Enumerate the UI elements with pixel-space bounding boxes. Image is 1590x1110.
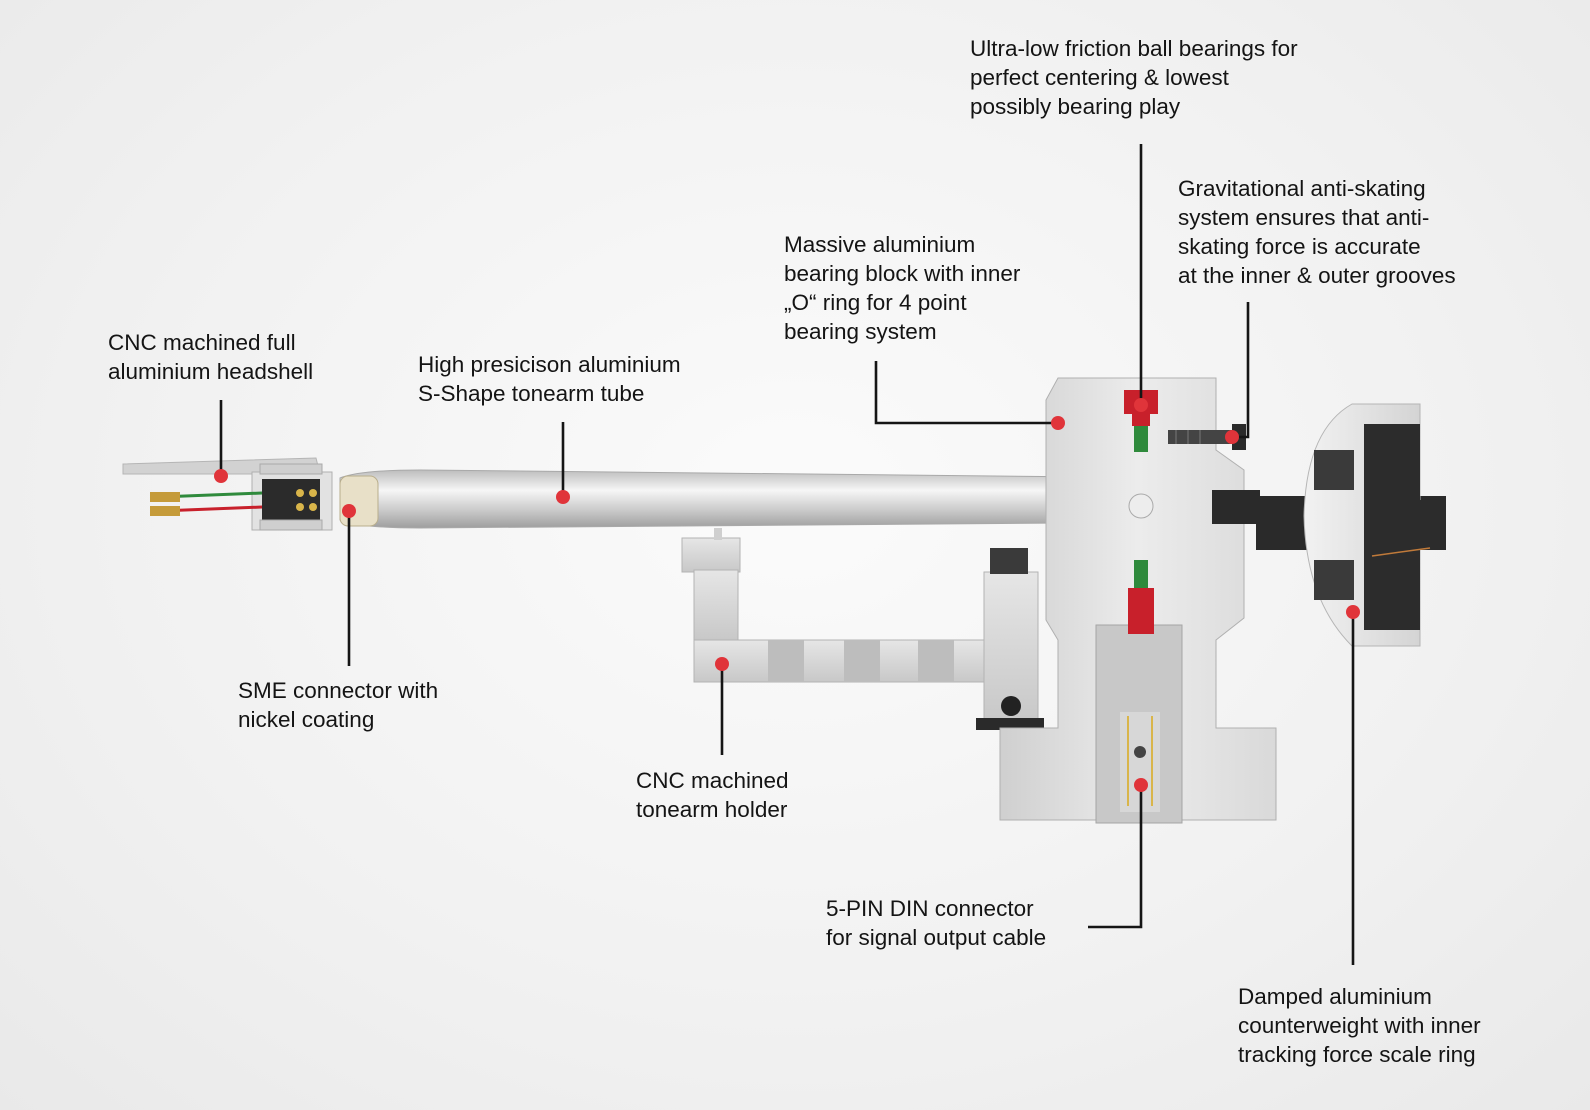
callout-dot-tonearm-holder [715, 657, 729, 671]
counterweight [1212, 403, 1446, 647]
tonearm-illustration [122, 377, 1446, 824]
callout-dot-headshell [214, 469, 228, 483]
callout-dot-ball-bearings [1134, 398, 1148, 412]
callout-label-ball-bearings: Ultra-low friction ball bearings for per… [970, 36, 1298, 119]
callout-label-counterweight: Damped aluminium counterweight with inne… [1238, 984, 1481, 1067]
leader-din-connector [1088, 785, 1143, 929]
callout-dot-din-connector [1134, 778, 1148, 792]
callout-label-bearing-block: Massive aluminium bearing block with inn… [784, 232, 1021, 344]
callout-dot-counterweight [1346, 605, 1360, 619]
callout-dot-sme-connector [342, 504, 356, 518]
callout-label-anti-skating: Gravitational anti-skating system ensure… [1178, 176, 1456, 288]
callout-dots [214, 398, 1360, 792]
callout-label-din-connector: 5-PIN DIN connector for signal output ca… [826, 896, 1047, 950]
bearing-block [999, 377, 1277, 824]
callout-label-tube: High presicison aluminium S-Shape tonear… [418, 352, 681, 406]
tonearm-holder [681, 528, 1044, 730]
callout-label-tonearm-holder: CNC machined tonearm holder [636, 768, 789, 822]
callout-label-headshell: CNC machined full aluminium headshell [108, 330, 314, 384]
headshell [122, 457, 333, 531]
leader-anti-skating [1232, 302, 1250, 439]
callout-label-sme-connector: SME connector with nickel coating [238, 678, 439, 732]
leader-bearing-block [874, 361, 1058, 425]
callout-dot-tube [556, 490, 570, 504]
callout-dot-bearing-block [1051, 416, 1065, 430]
callout-dot-anti-skating [1225, 430, 1239, 444]
